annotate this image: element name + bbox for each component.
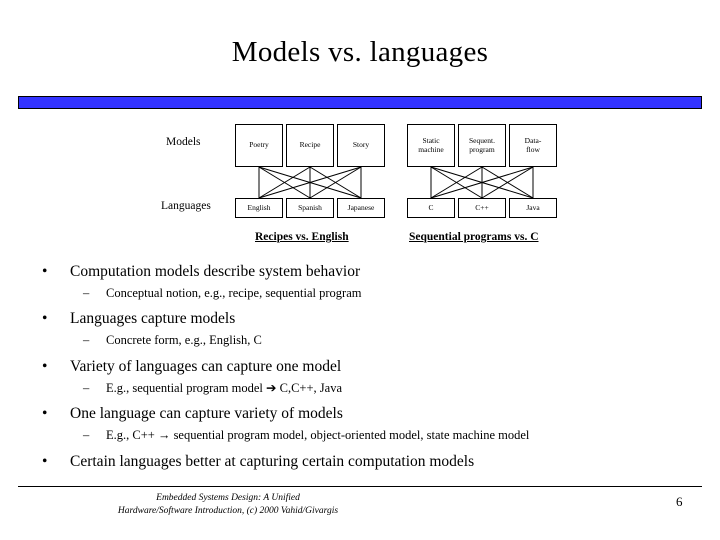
model-box-story: Story <box>337 124 385 167</box>
bullet-marker: • <box>42 310 48 328</box>
language-box-label: C <box>428 202 434 212</box>
model-box-recipe: Recipe <box>286 124 334 167</box>
bullet-item: • Certain languages better at capturing c… <box>26 452 696 472</box>
language-box-english: English <box>235 198 283 218</box>
footer-line-1: Embedded Systems Design: A Unified <box>156 493 300 503</box>
model-box-label: Poetry <box>249 140 269 150</box>
bullet-text: Variety of languages can capture one mod… <box>70 357 342 375</box>
footer-divider <box>18 486 702 487</box>
sub-bullet-text: Conceptual notion, e.g., recipe, sequent… <box>106 285 362 300</box>
bullet-marker: • <box>42 357 48 375</box>
bullet-marker: • <box>42 263 48 280</box>
footer-line-2: Hardware/Software Introduction, (c) 2000… <box>117 505 339 516</box>
language-box-java: Java <box>509 198 557 218</box>
model-box-label: Story <box>352 140 370 150</box>
sub-bullet-marker: – <box>83 380 90 395</box>
bullet-text: Certain languages better at capturing ce… <box>70 452 475 470</box>
row-label-models: Models <box>166 136 201 148</box>
sub-bullet-text: Concrete form, e.g., English, C <box>106 333 262 348</box>
sub-bullet-item: – Concrete form, e.g., English, C <box>26 333 696 349</box>
model-box-sequential-program: Sequent.program <box>458 124 506 167</box>
diagram-caption-sequential-c: Sequential programs vs. C <box>409 231 539 243</box>
language-box-cpp: C++ <box>458 198 506 218</box>
sub-bullet-item: – Conceptual notion, e.g., recipe, sequen… <box>26 286 696 302</box>
model-box-label: Sequent.program <box>468 136 496 154</box>
language-box-c: C <box>407 198 455 218</box>
bullet-marker: • <box>42 452 48 470</box>
bullet-text: Languages capture models <box>70 310 236 328</box>
language-box-japanese: Japanese <box>337 198 385 218</box>
bullet-item: • Variety of languages can capture one mo… <box>26 357 696 377</box>
bullet-item: • One language can capture variety of mod… <box>26 404 696 424</box>
sub-bullet-item: – E.g., sequential program model ➔ C,C++,… <box>26 381 696 397</box>
sub-bullet-marker: – <box>83 285 90 300</box>
page-number: 6 <box>676 494 683 509</box>
sub-bullet-item: – E.g., C++ → sequential program model, o… <box>26 428 696 444</box>
sub-bullet-marker: – <box>83 333 90 348</box>
bullet-list: • Computation models describe system beha… <box>26 262 696 474</box>
language-box-label: Java <box>526 202 540 212</box>
bullet-marker: • <box>42 405 48 423</box>
bullet-item: • Computation models describe system beha… <box>26 262 696 282</box>
language-box-spanish: Spanish <box>286 198 334 218</box>
footer-credit: Embedded Systems Design: A Unified Hardw… <box>18 492 438 518</box>
page-title: Models vs. languages <box>231 36 489 68</box>
row-label-languages: Languages <box>161 200 211 212</box>
model-box-label: Data-flow <box>524 136 542 154</box>
language-box-label: English <box>247 202 271 212</box>
bullet-text: Computation models describe system behav… <box>70 263 361 280</box>
title-underline-bar <box>18 96 702 109</box>
language-box-label: Japanese <box>347 202 375 212</box>
model-box-label: Recipe <box>299 140 321 150</box>
language-box-label: C++ <box>475 202 489 212</box>
sub-bullet-text: E.g., sequential program model ➔ C,C++, … <box>106 380 342 395</box>
bullet-item: • Languages capture models <box>26 309 696 329</box>
model-box-dataflow: Data-flow <box>509 124 557 167</box>
language-box-label: Spanish <box>298 202 322 212</box>
sub-bullet-marker: – <box>83 428 90 443</box>
bullet-text: One language can capture variety of mode… <box>70 405 343 423</box>
model-box-poetry: Poetry <box>235 124 283 167</box>
sub-bullet-text: E.g., C++ → sequential program model, ob… <box>106 428 530 443</box>
diagram-caption-recipes-english: Recipes vs. English <box>255 231 349 243</box>
